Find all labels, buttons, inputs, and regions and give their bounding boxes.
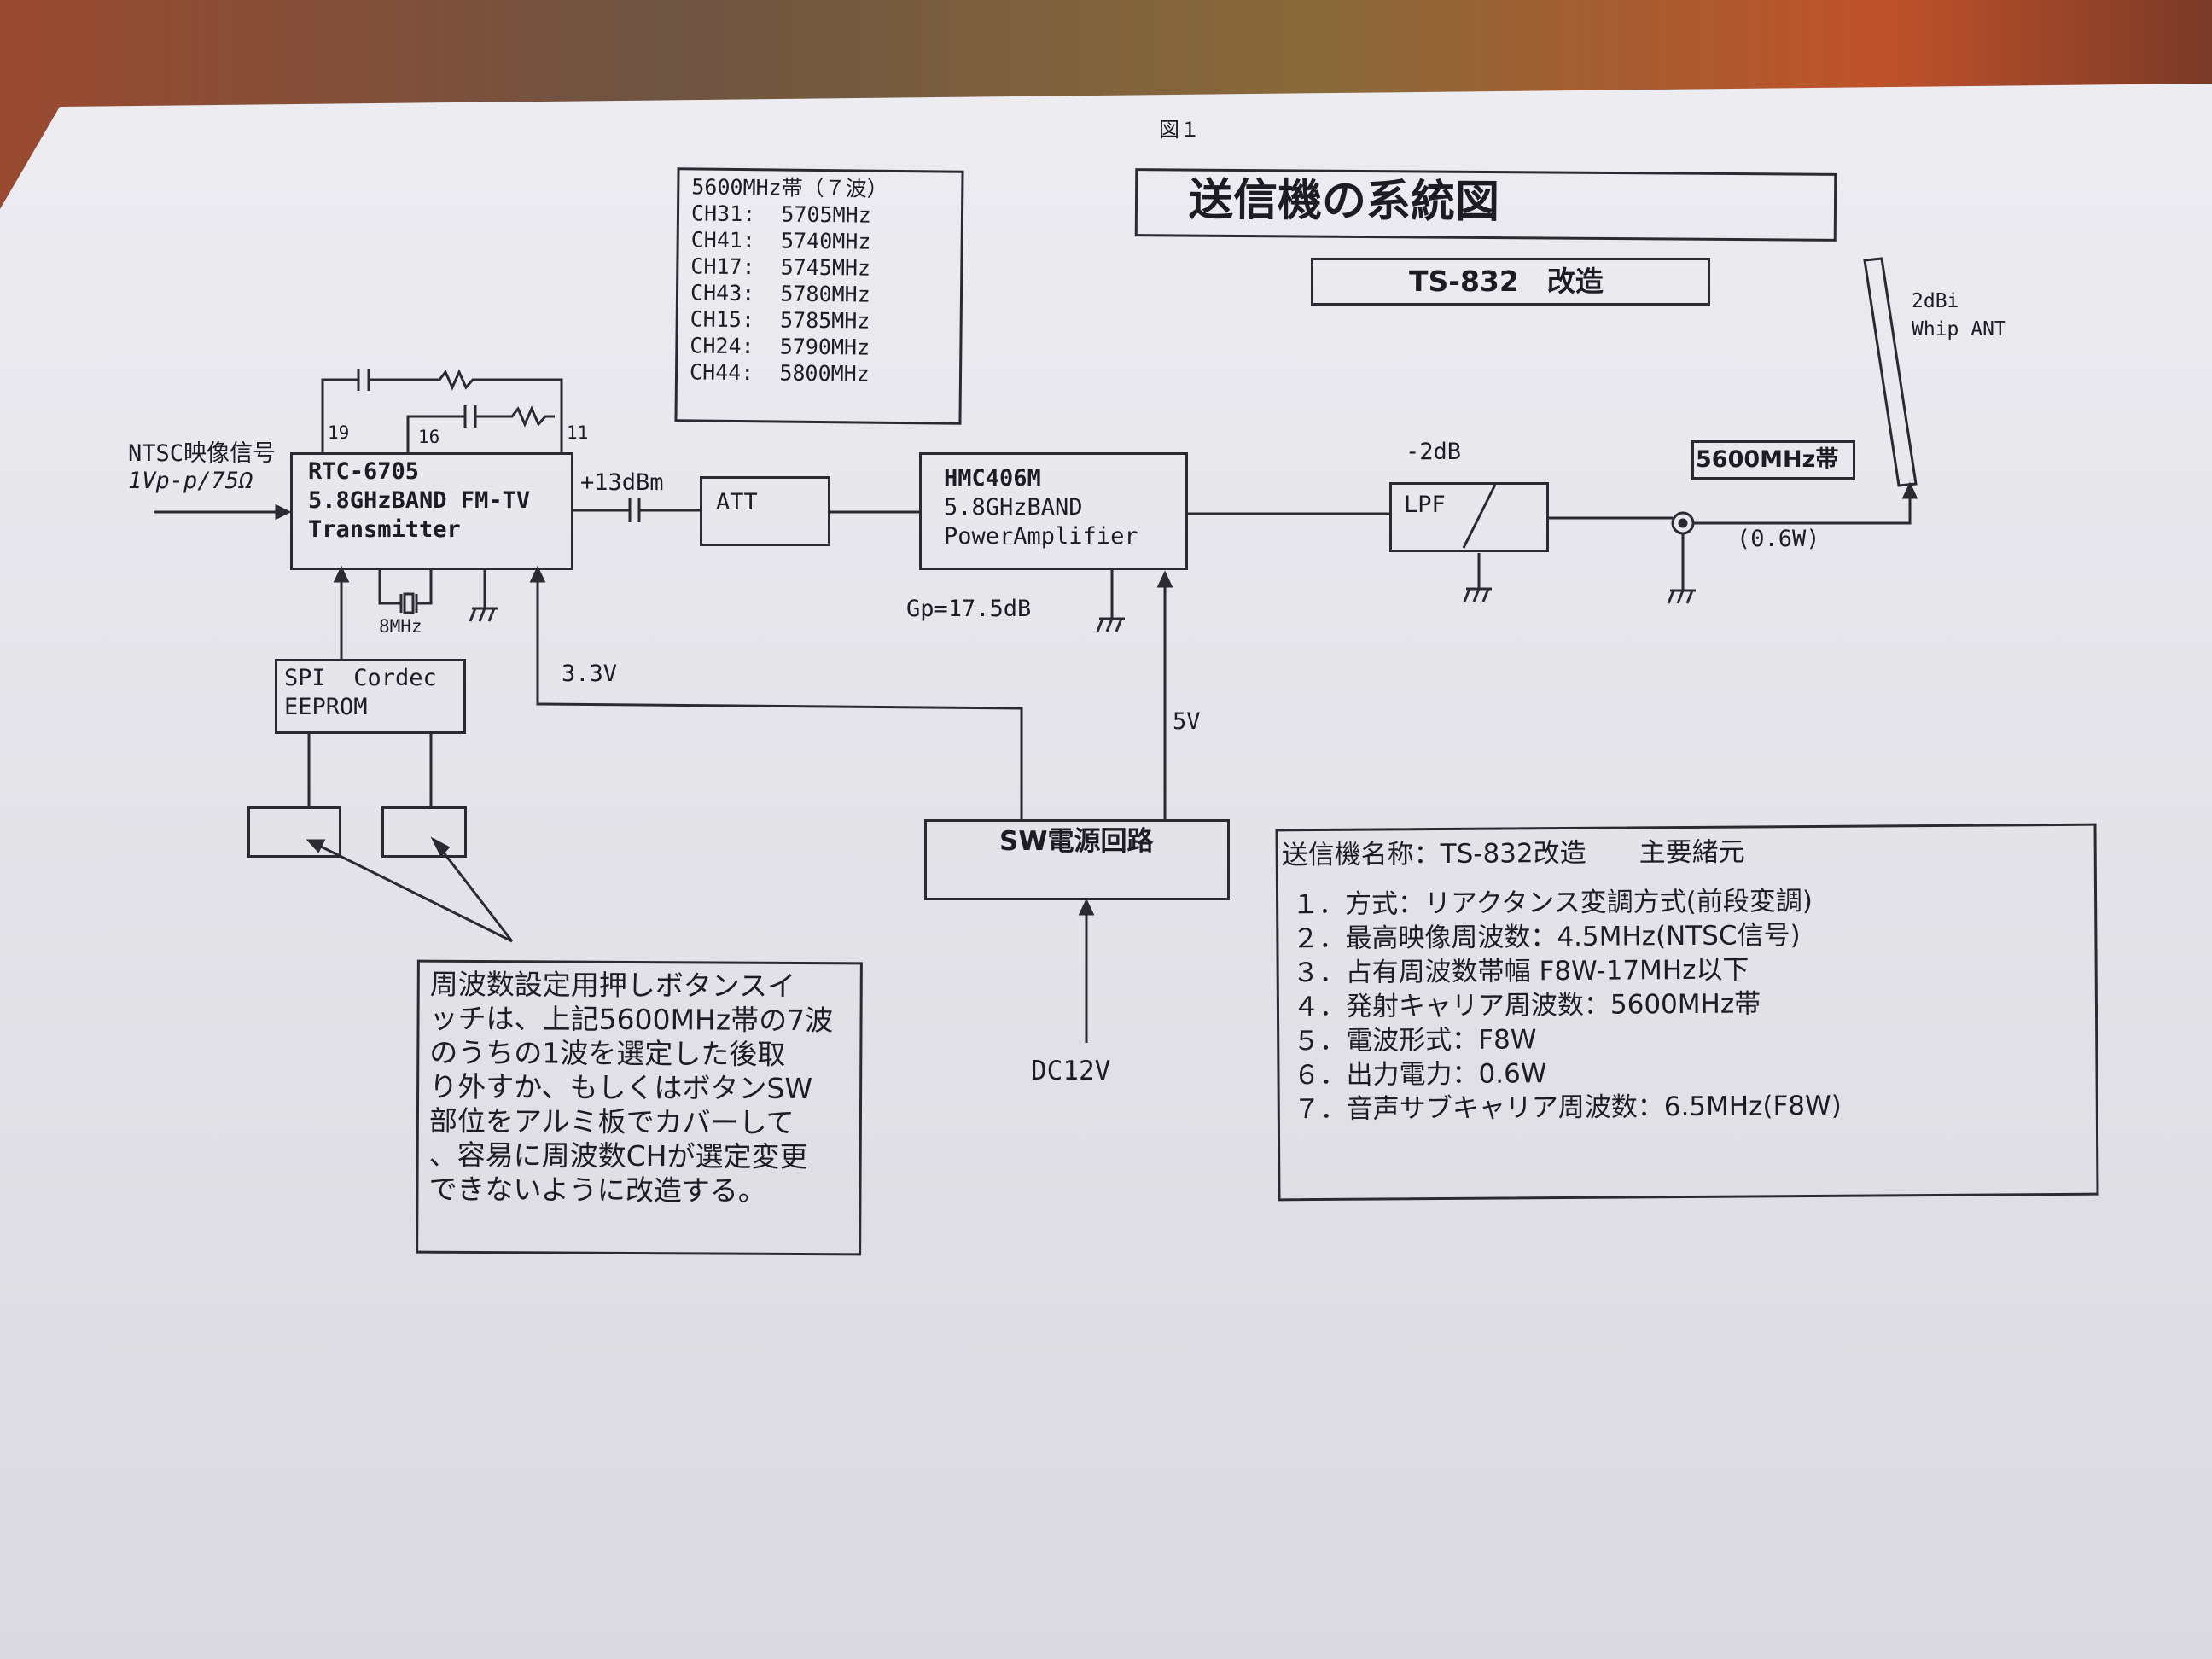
channel-item: CH15: 5785MHz bbox=[690, 306, 870, 334]
amplifier-model: HMC406M bbox=[944, 465, 1041, 492]
pin-19-label: 19 bbox=[328, 422, 350, 443]
attenuator-block: ATT bbox=[700, 476, 830, 546]
attenuator-label: ATT bbox=[716, 489, 758, 515]
note-line: できないように改造する。 bbox=[428, 1172, 766, 1208]
input-signal-level: 1Vp-p/75Ω bbox=[128, 468, 253, 494]
spec-item: ７．音声サブキャリア周波数：6.5MHz(F8W) bbox=[1293, 1090, 1842, 1126]
note-line: ッチは、上記5600MHz帯の7波 bbox=[429, 1001, 834, 1038]
push-switch-2 bbox=[381, 806, 467, 858]
lpf-loss: -2dB bbox=[1406, 439, 1462, 465]
diagram-title: 送信機の系統図 bbox=[1188, 174, 1500, 229]
channel-item: CH41: 5740MHz bbox=[690, 227, 871, 254]
diagram-subtitle: TS-832 改造 bbox=[1409, 265, 1604, 298]
figure-label: 図１ bbox=[1159, 118, 1200, 142]
band-box: 5600MHz帯 bbox=[1691, 440, 1855, 480]
note-line: り外すか、もしくはボタンSW bbox=[429, 1069, 813, 1106]
note-line: のうちの1波を選定した後取 bbox=[429, 1035, 786, 1071]
transmitter-type: Transmitter bbox=[308, 516, 461, 543]
tx-output-level: +13dBm bbox=[580, 469, 664, 496]
specs-header: 送信機名称：TS-832改造 主要緒元 bbox=[1281, 836, 1745, 871]
channel-list-box: 5600MHz帯（７波） CH31: 5705MHz CH41: 5740MHz… bbox=[674, 167, 964, 425]
amplifier-type: PowerAmplifier bbox=[944, 523, 1138, 550]
spec-item: ５．電波形式：F8W bbox=[1293, 1024, 1537, 1057]
antenna-type: Whip ANT bbox=[1912, 318, 2006, 341]
transmitter-block: RTC-6705 5.8GHzBAND FM-TV Transmitter bbox=[290, 452, 573, 570]
note-line: 、容易に周波数CHが選定変更 bbox=[428, 1138, 808, 1174]
spec-item: ６．出力電力：0.6W bbox=[1293, 1058, 1547, 1091]
channel-item: CH17: 5745MHz bbox=[690, 253, 871, 281]
channel-item: CH31: 5705MHz bbox=[690, 201, 871, 228]
dc-input-label: DC12V bbox=[1031, 1056, 1111, 1086]
note-text: 周波数設定用押しボタンスイ ッチは、上記5600MHz帯の7波 のうちの1波を選… bbox=[428, 968, 833, 1208]
output-power: (0.6W) bbox=[1737, 526, 1820, 552]
paper-sheet bbox=[0, 84, 2212, 1659]
transmitter-model: RTC-6705 bbox=[308, 458, 420, 485]
push-switch-1 bbox=[247, 806, 341, 858]
channel-list-header: 5600MHz帯（７波） bbox=[691, 174, 888, 201]
channel-item: CH44: 5800MHz bbox=[689, 359, 870, 387]
title-box: 送信機の系統図 bbox=[1134, 168, 1837, 242]
voltage-3v3: 3.3V bbox=[562, 661, 618, 687]
note-line: 部位をアルミ板でカバーして bbox=[428, 1103, 795, 1139]
note-box: 周波数設定用押しボタンスイ ッチは、上記5600MHz帯の7波 のうちの1波を選… bbox=[416, 959, 863, 1256]
amplifier-gain: Gp=17.5dB bbox=[906, 596, 1032, 622]
voltage-5v: 5V bbox=[1173, 708, 1201, 735]
specs-list: 送信機名称：TS-832改造 主要緒元 １．方式：リアクタンス変調方式(前段変調… bbox=[1282, 835, 1842, 1127]
eeprom-label: EEPROM bbox=[284, 694, 368, 720]
crystal-label: 8MHz bbox=[379, 616, 422, 637]
spec-item: ２．最高映像周波数：4.5MHz(NTSC信号) bbox=[1292, 920, 1801, 955]
spec-item: １．方式：リアクタンス変調方式(前段変調) bbox=[1291, 885, 1813, 921]
channel-item: CH24: 5790MHz bbox=[690, 333, 870, 360]
transmitter-band: 5.8GHzBAND FM-TV bbox=[308, 487, 531, 514]
channel-list: 5600MHz帯（７波） CH31: 5705MHz CH41: 5740MHz… bbox=[690, 173, 888, 387]
channel-item: CH43: 5780MHz bbox=[690, 280, 870, 307]
power-amplifier-block: HMC406M 5.8GHzBAND PowerAmplifier bbox=[919, 452, 1188, 570]
amplifier-band: 5.8GHzBAND bbox=[944, 494, 1083, 521]
lpf-label: LPF bbox=[1404, 492, 1446, 518]
spi-label: SPI Cordec bbox=[284, 665, 437, 691]
sw-power-supply-block: SW電源回路 bbox=[924, 819, 1230, 900]
input-signal-label: NTSC映像信号 bbox=[128, 440, 276, 467]
subtitle-box: TS-832 改造 bbox=[1311, 258, 1710, 306]
antenna-gain: 2dBi bbox=[1912, 290, 1959, 312]
spec-item: ３．占有周波数帯幅 F8W-17MHz以下 bbox=[1292, 954, 1749, 989]
power-supply-label: SW電源回路 bbox=[999, 826, 1154, 857]
specs-box: 送信機名称：TS-832改造 主要緒元 １．方式：リアクタンス変調方式(前段変調… bbox=[1275, 823, 2099, 1202]
band-label: 5600MHz帯 bbox=[1696, 446, 1839, 473]
spec-item: ４．発射キャリア周波数：5600MHz帯 bbox=[1292, 988, 1761, 1023]
note-line: 周波数設定用押しボタンスイ bbox=[429, 967, 796, 1003]
lpf-block: LPF bbox=[1389, 482, 1549, 552]
pin-11-label: 11 bbox=[567, 422, 589, 443]
spi-eeprom-block: SPI Cordec EEPROM bbox=[275, 659, 466, 734]
pin-16-label: 16 bbox=[418, 427, 440, 447]
